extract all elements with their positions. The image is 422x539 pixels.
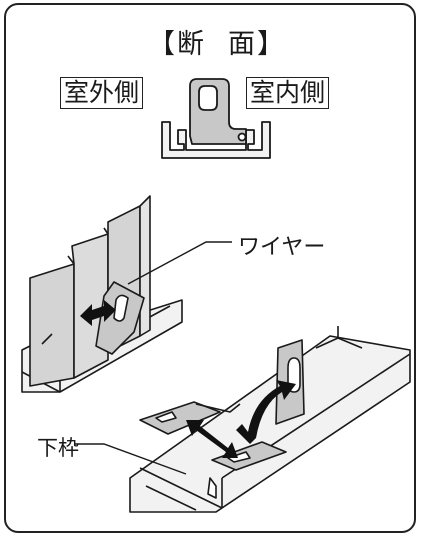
lower-frame-rail [129,335,411,513]
screen-panel-4 [139,195,151,337]
section-title: 【断面】 [148,22,286,61]
cross-section-bracket [189,78,247,145]
screen-panel-1 [29,263,75,387]
flat-bracket-left [139,401,221,435]
title-word-1: 断 [177,29,206,60]
double-arrow-diagonal [186,420,238,458]
lower-frame-label: 下枠 [37,436,79,460]
cross-section-drawing [161,78,271,159]
right-illustration [129,326,411,513]
title-word-2: 面 [228,29,257,60]
motion-arrows [80,300,296,458]
wire-leader-line [127,241,232,285]
double-arrow-curved [236,380,296,444]
lower-frame-leader-line [74,443,187,475]
double-arrow-left [80,300,116,326]
indoor-side-label: 室内側 [246,77,330,109]
title-close-bracket: 】 [257,29,286,60]
left-illustration [21,195,183,393]
wire-label: ワイヤー [238,235,326,260]
cross-section-slot [198,85,218,111]
outdoor-side-label: 室外側 [60,77,144,109]
title-open-bracket: 【 [148,29,177,60]
